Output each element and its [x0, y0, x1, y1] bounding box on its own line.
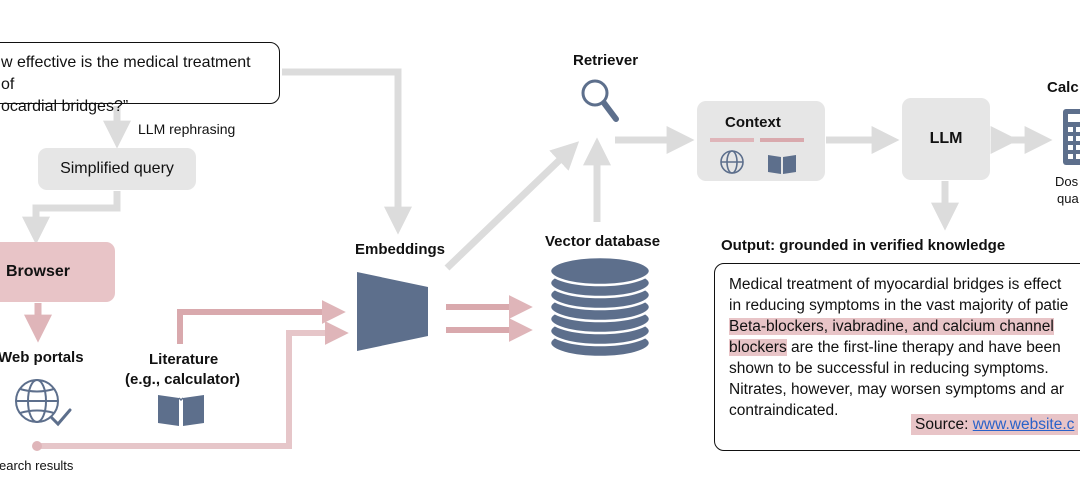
calculator-caption-1: Dos	[1055, 174, 1079, 189]
source-row: Source: www.website.c	[911, 414, 1079, 435]
output-line-5: shown to be successful in reducing sympt…	[729, 360, 1049, 377]
context-box: Context	[697, 101, 825, 181]
arrow-embeddings-to-retriever	[444, 141, 580, 271]
llm-box: LLM	[902, 98, 990, 180]
browser-label: Browser	[6, 263, 71, 280]
book-icon	[768, 155, 796, 174]
query-line-2: ocardial bridges?”	[1, 98, 129, 115]
output-highlight-2: blockers	[729, 339, 787, 356]
output-line-6: Nitrates, however, may worsen symptoms a…	[729, 381, 1065, 398]
globe-icon	[720, 150, 744, 174]
output-heading: Output: grounded in verified knowledge	[721, 237, 1006, 254]
output-line-7: contraindicated.	[729, 402, 839, 419]
search-results-label: earch results	[0, 458, 74, 473]
literature-label: Literature	[149, 351, 219, 368]
search-results-dot	[32, 441, 42, 451]
arrow-query-to-embeddings	[282, 68, 412, 235]
embedding-encoder-icon	[357, 272, 428, 351]
calculator-caption-2: qua	[1057, 191, 1079, 206]
vector-database-label: Vector database	[545, 233, 661, 250]
web-portals-label: Web portals	[0, 349, 84, 366]
llm-rephrasing-label: LLM rephrasing	[138, 121, 236, 137]
source-link[interactable]: www.website.c	[972, 416, 1075, 433]
simplified-query-label: Simplified query	[60, 160, 174, 177]
calculator-label: Calc	[1047, 79, 1079, 96]
magnifier-icon	[581, 79, 619, 122]
llm-label: LLM	[929, 130, 963, 147]
retriever-label: Retriever	[573, 52, 639, 69]
simplified-query-box: Simplified query	[38, 148, 196, 190]
context-label: Context	[725, 114, 781, 131]
arrow-literature-to-embeddings	[177, 300, 346, 344]
browser-box: Browser	[0, 242, 115, 302]
globe-check-icon	[15, 379, 72, 427]
output-highlight-1: Beta-blockers, ivabradine, and calcium c…	[729, 318, 1054, 335]
output-line-2: in reducing symptoms in the vast majorit…	[729, 297, 1069, 314]
embeddings-label: Embeddings	[355, 241, 446, 258]
calculator-icon	[1063, 109, 1080, 165]
output-line-4: are the first-line therapy and have been	[786, 339, 1061, 356]
output-line-1: Medical treatment of myocardial bridges …	[729, 276, 1062, 293]
context-highlight-2	[760, 138, 804, 142]
source-label: Source:	[915, 416, 973, 433]
user-query-box: w effective is the medical treatment of …	[0, 42, 280, 115]
query-line-1: w effective is the medical treatment of	[1, 54, 251, 93]
arrow-results-to-embeddings	[40, 321, 349, 449]
arrow-simplified-to-browser	[22, 191, 121, 245]
database-stack-icon	[548, 255, 652, 359]
literature-sublabel: (e.g., calculator)	[125, 371, 241, 388]
output-box: Medical treatment of myocardial bridges …	[714, 263, 1080, 451]
open-book-icon	[158, 395, 204, 426]
context-highlight-1	[710, 138, 754, 142]
